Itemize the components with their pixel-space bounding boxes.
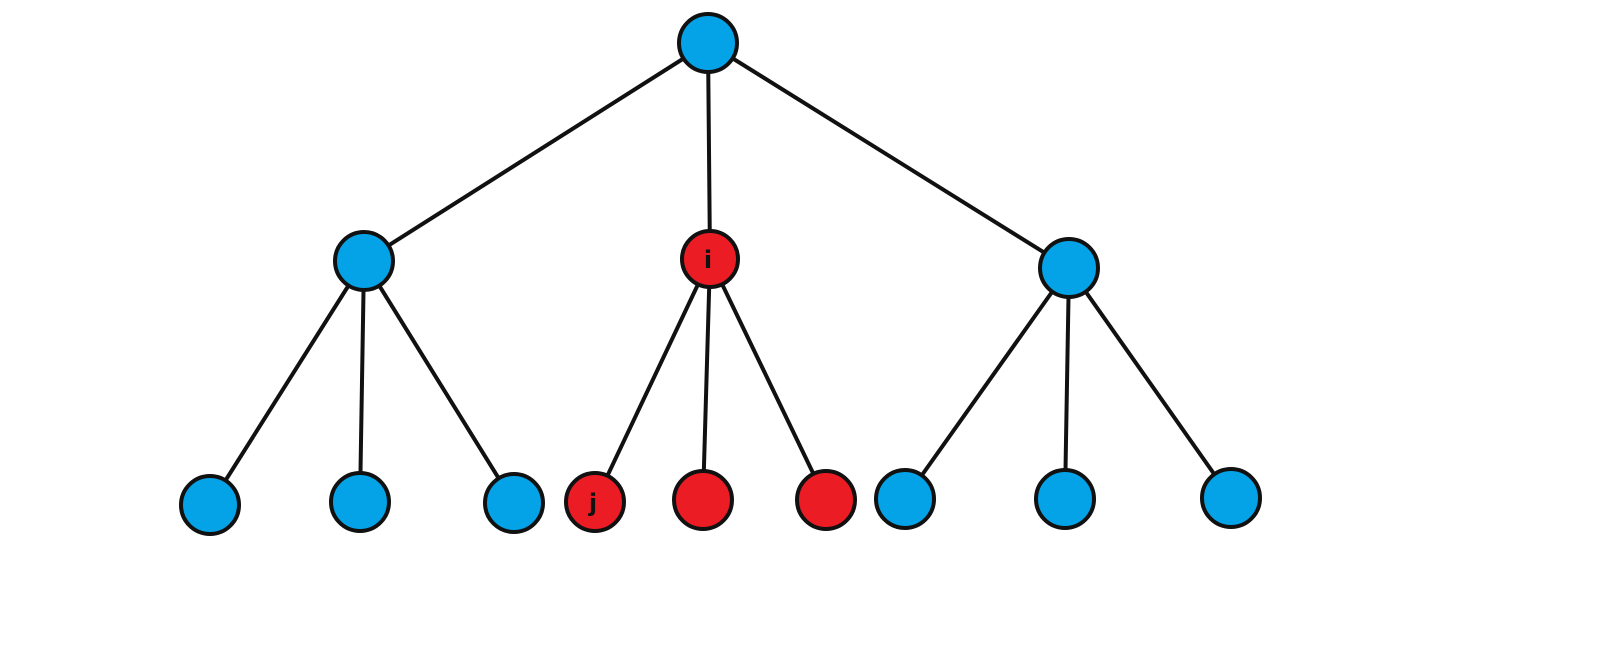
edge-l1-left-to-l2-c <box>362 259 516 505</box>
tree-node-l2-e <box>672 469 734 531</box>
tree-node-l2-k <box>1200 467 1262 529</box>
edge-l1-right-to-l2-k <box>1067 266 1233 500</box>
edge-l1-i-to-l2-e <box>701 257 712 502</box>
nodes-layer: ij <box>179 12 1262 536</box>
node-circle-root <box>677 12 739 74</box>
tree-node-l2-h <box>1034 468 1096 530</box>
tree-node-l1-i: i <box>680 229 740 289</box>
edge-root-to-l1-left <box>362 41 710 263</box>
tree-node-l2-b <box>329 471 391 533</box>
node-circle-l1-i <box>680 229 740 289</box>
edge-l1-right-to-l2-h <box>1063 266 1071 501</box>
edge-l1-left-to-l2-a <box>208 259 366 507</box>
edge-l1-i-to-l2-f <box>708 257 828 502</box>
edge-root-to-l1-right <box>706 41 1071 270</box>
node-circle-l2-c <box>483 472 545 534</box>
node-circle-l2-j <box>564 471 626 533</box>
node-circle-l2-h <box>1034 468 1096 530</box>
tree-node-l1-right <box>1038 237 1100 299</box>
node-circle-l2-g <box>874 468 936 530</box>
tree-node-l2-f <box>795 469 857 531</box>
edge-l1-right-to-l2-g <box>903 266 1071 501</box>
node-circle-l1-right <box>1038 237 1100 299</box>
tree-node-l2-j: j <box>564 471 626 533</box>
tree-node-root <box>677 12 739 74</box>
node-label-l2-j: j <box>588 489 597 517</box>
node-circle-l2-b <box>329 471 391 533</box>
edge-l1-left-to-l2-b <box>358 259 366 504</box>
edge-l1-i-to-l2-j <box>593 257 712 504</box>
node-circle-l2-a <box>179 474 241 536</box>
tree-node-l1-left <box>333 230 395 292</box>
node-circle-l2-f <box>795 469 857 531</box>
node-circle-l1-left <box>333 230 395 292</box>
edge-root-to-l1-i <box>706 41 712 261</box>
node-circle-l2-k <box>1200 467 1262 529</box>
edges-layer <box>208 41 1233 507</box>
node-label-l1-i: i <box>704 246 712 274</box>
tree-node-l2-g <box>874 468 936 530</box>
tree-node-l2-c <box>483 472 545 534</box>
node-circle-l2-e <box>672 469 734 531</box>
tree-node-l2-a <box>179 474 241 536</box>
